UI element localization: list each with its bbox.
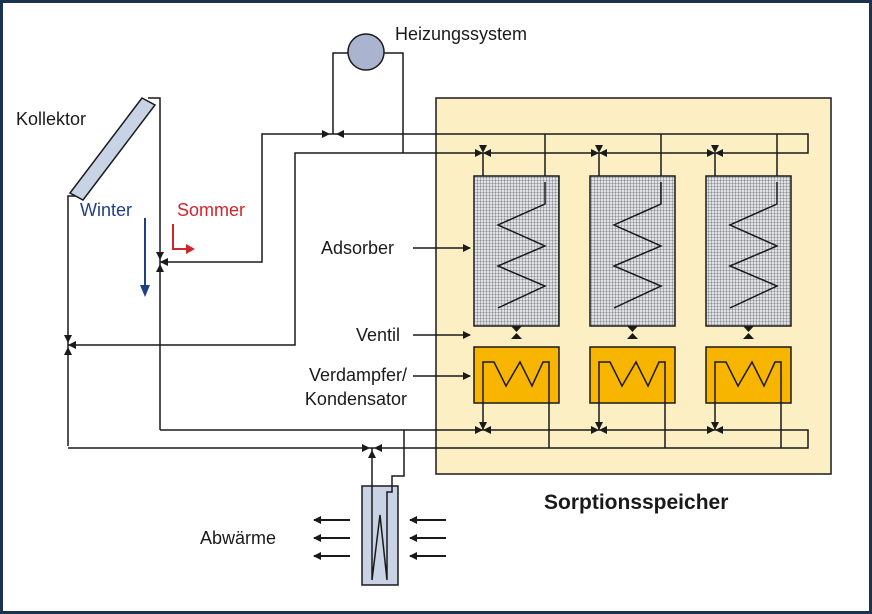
- season-arrows: [140, 218, 195, 297]
- winter-label: Winter: [80, 200, 133, 220]
- evaporator-module-1: [473, 346, 560, 404]
- label-pointers: [413, 244, 471, 380]
- solar-collector: [67, 97, 161, 446]
- adsorber-label: Adsorber: [321, 238, 395, 258]
- evaporator-module-3: [705, 346, 792, 404]
- heat-exchanger-icon: [361, 485, 399, 586]
- valve-label: Ventil: [356, 325, 401, 345]
- summer-label: Sommer: [177, 200, 246, 220]
- adsorber-module-1: [473, 175, 560, 327]
- waste-heat-label: Abwärme: [200, 528, 277, 548]
- heating-system: [332, 33, 404, 153]
- adsorber-module-3: [705, 175, 792, 327]
- junction-markers: [64, 130, 723, 458]
- valve-icon: [511, 326, 522, 339]
- valves: [511, 326, 754, 339]
- waste-heat-arrows: [313, 516, 446, 560]
- adsorber-module-2: [589, 175, 676, 327]
- sorption-storage-title: Sorptionsspeicher: [544, 491, 729, 514]
- waste-heat-exchanger: [361, 465, 399, 586]
- collector-label: Kollektor: [16, 109, 87, 129]
- summer-arrow: [172, 224, 188, 250]
- heating-system-label: Heizungssystem: [395, 24, 528, 44]
- pump-circle-icon: [347, 33, 385, 71]
- evaporator-label-line1: Verdampfer/: [308, 365, 407, 385]
- valve-icon: [627, 326, 638, 339]
- evaporator-label-line2: Kondensator: [304, 389, 407, 409]
- valve-icon: [743, 326, 754, 339]
- evaporator-module-2: [589, 346, 676, 404]
- solar-collector-icon: [68, 97, 157, 201]
